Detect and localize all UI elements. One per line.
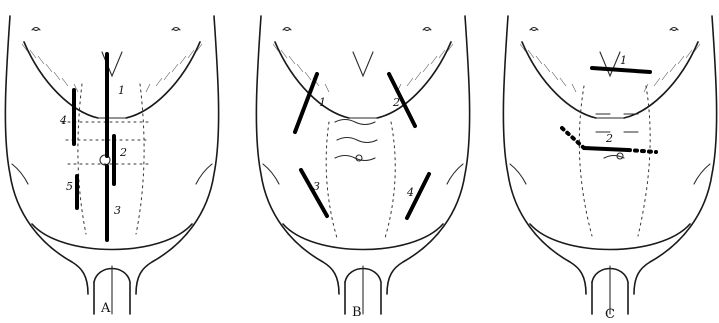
label-a4: 4 <box>59 114 67 127</box>
label-b1: 1 <box>319 96 326 109</box>
caption-a: A <box>100 301 111 316</box>
label-c2: 2 <box>605 132 613 145</box>
panel-a: 1 2 3 4 5 <box>5 16 218 314</box>
incision-c1 <box>592 68 650 72</box>
incision-c2-extension-left <box>562 128 584 148</box>
panel-c: 1 2 <box>503 16 716 314</box>
label-c1: 1 <box>620 54 627 67</box>
incision-c2 <box>584 148 628 150</box>
label-a3: 3 <box>114 204 121 217</box>
caption-b: B <box>352 305 362 320</box>
label-b3: 3 <box>313 180 320 193</box>
label-a5: 5 <box>66 180 73 193</box>
label-b4: 4 <box>406 186 414 199</box>
label-b2: 2 <box>392 96 400 109</box>
incision-c2-extension-right <box>628 150 656 152</box>
label-a2: 2 <box>119 146 127 159</box>
panel-b: 1 2 3 4 <box>256 16 469 314</box>
label-a1: 1 <box>118 84 125 97</box>
caption-c: C <box>605 307 615 322</box>
incision-b3 <box>301 170 327 216</box>
